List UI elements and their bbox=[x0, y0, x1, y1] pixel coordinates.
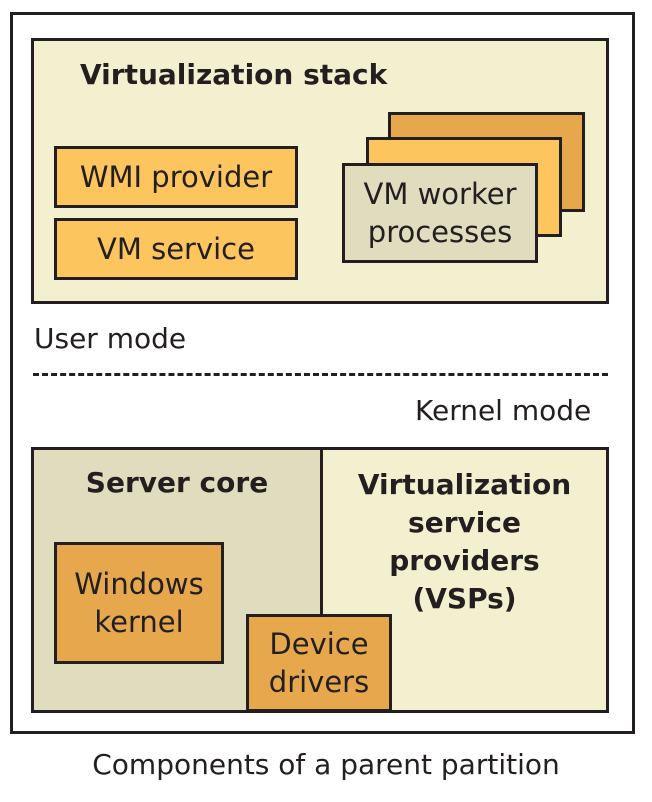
wmi-provider-box: WMI provider bbox=[54, 146, 298, 208]
kernel-mode-label: Kernel mode bbox=[415, 394, 592, 427]
device-drivers-box: Device drivers bbox=[246, 614, 392, 712]
virtualization-stack-title: Virtualization stack bbox=[80, 58, 388, 91]
user-mode-label: User mode bbox=[34, 322, 187, 355]
vm-service-box: VM service bbox=[54, 218, 298, 280]
mode-divider bbox=[33, 373, 608, 376]
vm-worker-processes-box: VM worker processes bbox=[342, 163, 538, 263]
vsp-title: Virtualization service providers (VSPs) bbox=[357, 468, 572, 615]
server-core-title: Server core bbox=[85, 466, 269, 499]
windows-kernel-box: Windows kernel bbox=[54, 542, 224, 664]
diagram-caption: Components of a parent partition bbox=[92, 748, 560, 781]
